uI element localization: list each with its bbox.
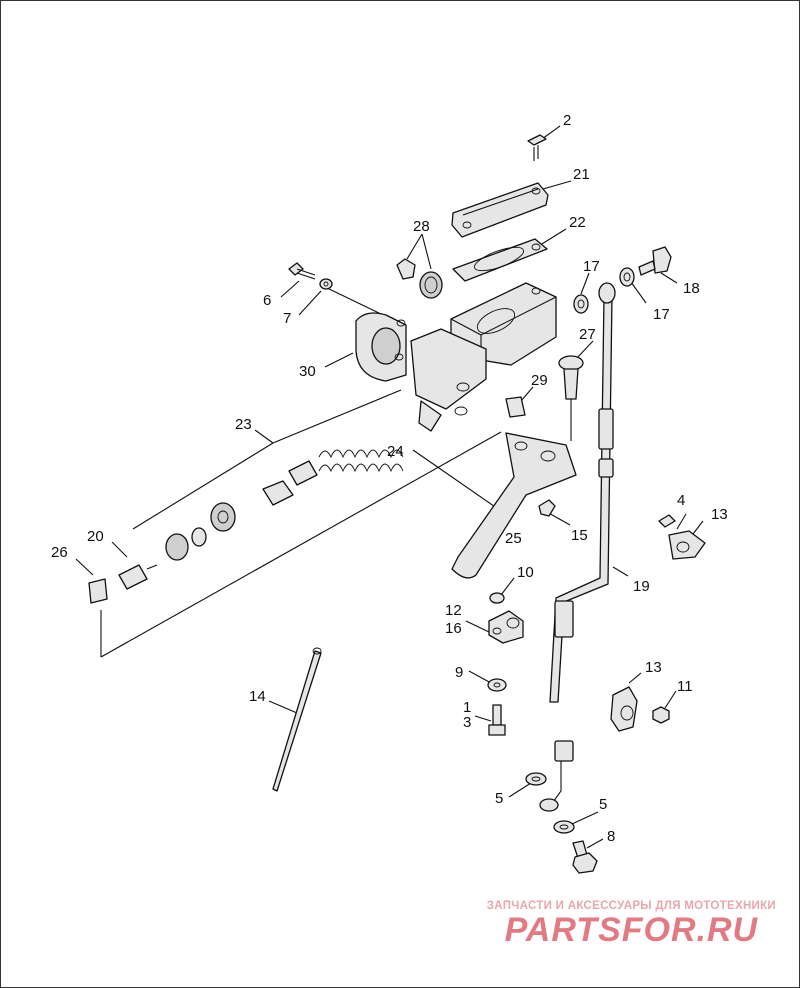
- callout-23: 23: [235, 416, 252, 433]
- callout-13: 13: [645, 659, 662, 676]
- part-clamp-30: [355, 312, 407, 382]
- callout-30: 30: [299, 363, 316, 380]
- part-cable-tie-14: [272, 647, 322, 792]
- watermark: ЗАПЧАСТИ И АКСЕССУАРЫ ДЛЯ МОТОТЕХНИКИ PA…: [487, 900, 776, 948]
- callout-4: 4: [677, 492, 685, 509]
- part-clamp-12-16: [488, 610, 524, 644]
- callout-16: 16: [445, 620, 462, 637]
- part-washer-17b: [619, 267, 635, 287]
- part-nut-10: [489, 592, 505, 604]
- part-bushing-29: [505, 396, 526, 418]
- callout-17: 17: [653, 306, 670, 323]
- part-cover-21: [451, 182, 549, 238]
- callout-6: 6: [263, 292, 271, 309]
- callout-15: 15: [571, 527, 588, 544]
- callout-27: 27: [579, 326, 596, 343]
- part-pivot-pin-27: [558, 355, 584, 400]
- callout-22: 22: [569, 214, 586, 231]
- callout-7: 7: [283, 310, 291, 327]
- callout-24: 24: [387, 443, 404, 460]
- callout-5: 5: [599, 796, 607, 813]
- callout-11: 11: [677, 678, 693, 695]
- callout-12: 12: [445, 602, 462, 619]
- part-screw-2: [527, 134, 547, 161]
- callout-29: 29: [531, 372, 548, 389]
- callout-17: 17: [583, 258, 600, 275]
- callout-13: 13: [711, 506, 728, 523]
- callout-2: 2: [563, 112, 571, 129]
- part-boot-26: [88, 578, 108, 604]
- part-clamp-13b: [610, 686, 638, 732]
- part-pushrod-20: [118, 564, 158, 590]
- callout-19: 19: [633, 578, 650, 595]
- callout-labels: 2 21 28 22 17 18 17 6 7 27 30 29 23 24 4…: [51, 112, 728, 845]
- part-piston-seals-23: [165, 480, 294, 561]
- callout-21: 21: [573, 166, 590, 183]
- part-clip-15: [538, 499, 556, 517]
- callout-1: 1: [463, 699, 471, 716]
- part-washers-5: [525, 772, 575, 834]
- callout-5: 5: [495, 790, 503, 807]
- part-washer-7: [319, 278, 333, 290]
- callout-14: 14: [249, 688, 266, 705]
- part-banjo-bolt-18: [638, 246, 672, 276]
- watermark-logo: PARTSFOR.RU: [504, 911, 759, 949]
- part-screw-6: [288, 262, 316, 280]
- part-brake-line-19: [539, 282, 616, 812]
- callout-8: 8: [607, 828, 615, 845]
- callout-28: 28: [413, 218, 430, 235]
- part-banjo-bolt-8: [572, 840, 598, 874]
- callout-10: 10: [517, 564, 534, 581]
- part-mc-body-24: [410, 328, 487, 432]
- watermark-tagline: ЗАПЧАСТИ И АКСЕССУАРЫ ДЛЯ МОТОТЕХНИКИ: [486, 900, 776, 912]
- part-washer-9: [487, 678, 507, 692]
- part-washer-17a: [573, 294, 589, 314]
- part-bolt-1-3: [488, 704, 506, 736]
- part-spring-23: [288, 449, 404, 486]
- part-diaphragm-boots-28: [396, 258, 443, 299]
- callout-25: 25: [505, 530, 522, 547]
- callout-26: 26: [51, 544, 68, 561]
- callout-3: 3: [463, 714, 471, 731]
- part-bolt-4-clamp-13: [658, 514, 706, 560]
- callout-9: 9: [455, 664, 463, 681]
- callout-20: 20: [87, 528, 104, 545]
- callout-18: 18: [683, 280, 700, 297]
- part-gasket-22: [452, 238, 548, 282]
- part-lever-25: [451, 432, 577, 579]
- part-nut-11: [652, 706, 670, 724]
